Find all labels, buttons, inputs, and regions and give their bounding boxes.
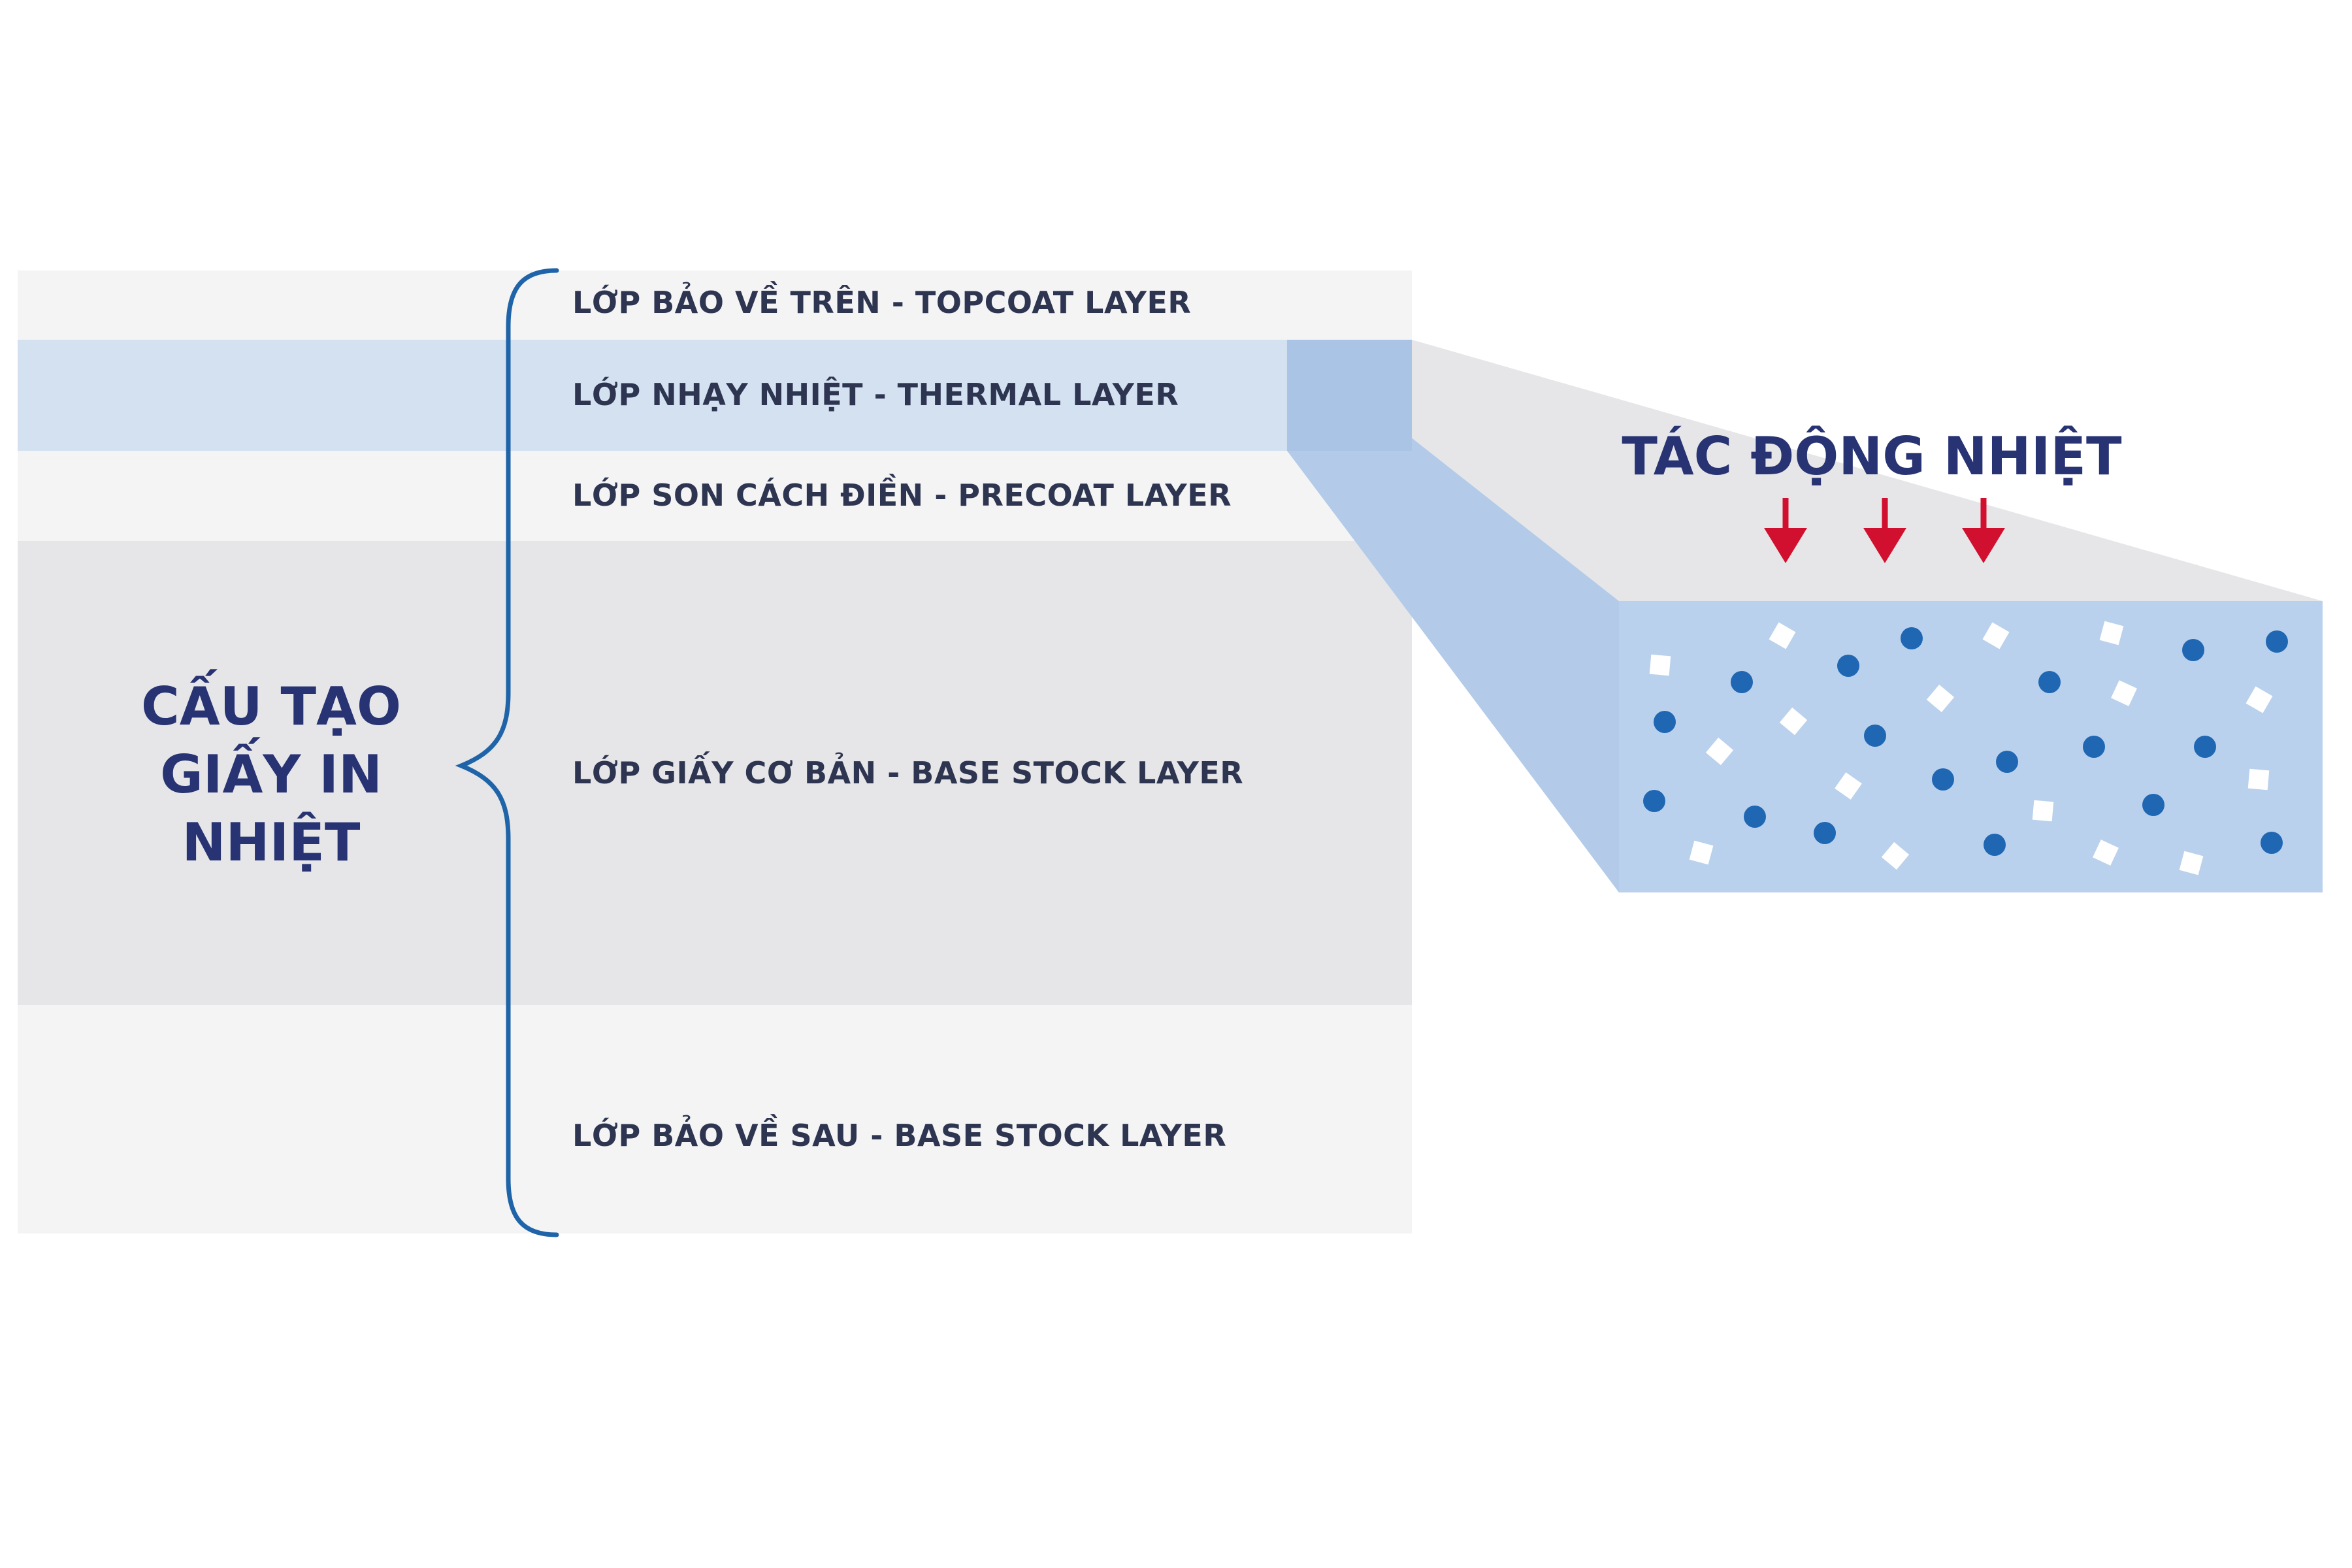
- dye-dot: [1744, 806, 1766, 828]
- dye-dot: [1984, 834, 2006, 856]
- base-stock-layer-band: [18, 541, 1412, 1005]
- dye-dot: [2261, 832, 2283, 854]
- dye-dot: [2266, 630, 2288, 653]
- white-square: [2093, 840, 2119, 866]
- heat-arrows: [1764, 498, 2005, 563]
- dye-dot: [1996, 751, 2018, 773]
- dye-dot: [1932, 768, 1954, 791]
- white-square: [2111, 680, 2137, 706]
- dye-dot: [1654, 711, 1676, 733]
- dye-dot: [2038, 671, 2061, 693]
- layer-label-base-stock: LỚP GIẤY CƠ BẢN - BASE STOCK LAYER: [572, 755, 1244, 791]
- heat-arrow-icon: [1962, 498, 2005, 563]
- dye-dot: [1731, 671, 1753, 693]
- precoat-layer-band: [18, 451, 1412, 541]
- dye-dot: [2182, 639, 2204, 661]
- white-square: [1835, 772, 1862, 800]
- white-square: [1705, 737, 1734, 766]
- thermal-band-end-shade: [1287, 340, 1412, 451]
- title-line-1: CẤU TẠO: [141, 676, 401, 737]
- projection-left-surface: [1287, 340, 1619, 892]
- white-square: [1689, 840, 1714, 865]
- white-square: [2247, 768, 2270, 791]
- white-square: [2179, 851, 2204, 875]
- white-square: [1649, 654, 1671, 676]
- layer-label-back: LỚP BẢO VỀ SAU - BASE STOCK LAYER: [572, 1118, 1227, 1153]
- white-square: [1779, 707, 1808, 736]
- white-square: [2032, 800, 2054, 822]
- projection-top-surface: [1287, 340, 2323, 601]
- heat-arrow-icon: [1863, 498, 1906, 563]
- dye-dot: [1837, 655, 1859, 677]
- topcoat-layer-band: [18, 270, 1412, 340]
- title-line-2: GIẤY IN: [160, 744, 382, 805]
- dye-dot: [1901, 627, 1923, 649]
- heat-impact-label: TÁC ĐỘNG NHIỆT: [1622, 426, 2122, 487]
- white-square: [1926, 684, 1955, 713]
- dye-dot: [1814, 822, 1836, 844]
- curly-brace: [455, 268, 559, 1237]
- thermal-layer-band: [18, 340, 1412, 451]
- title-line-3: NHIỆT: [182, 812, 361, 873]
- dye-dot: [1864, 725, 1886, 747]
- dye-dot: [2083, 736, 2105, 758]
- layer-label-topcoat: LỚP BẢO VỀ TRÊN - TOPCOAT LAYER: [572, 285, 1192, 320]
- white-square: [1881, 841, 1910, 870]
- dye-dot: [2142, 794, 2164, 816]
- white-square: [2246, 686, 2273, 713]
- white-square: [2099, 621, 2124, 645]
- dye-dot: [1643, 790, 1665, 812]
- dye-particles: [1643, 627, 2288, 856]
- layer-label-thermal: LỚP NHẠY NHIỆT - THERMAL LAYER: [572, 377, 1179, 412]
- heat-arrow-icon: [1764, 498, 1807, 563]
- layer-label-precoat: LỚP SON CÁCH ĐIỀN - PRECOAT LAYER: [572, 478, 1232, 513]
- white-particles: [1649, 621, 2273, 875]
- white-square: [1769, 622, 1796, 649]
- diagram-title: CẤU TẠO GIẤY IN NHIỆT: [105, 673, 438, 877]
- back-layer-band: [18, 1005, 1412, 1233]
- dye-dot: [2194, 736, 2216, 758]
- white-square: [1982, 622, 2010, 649]
